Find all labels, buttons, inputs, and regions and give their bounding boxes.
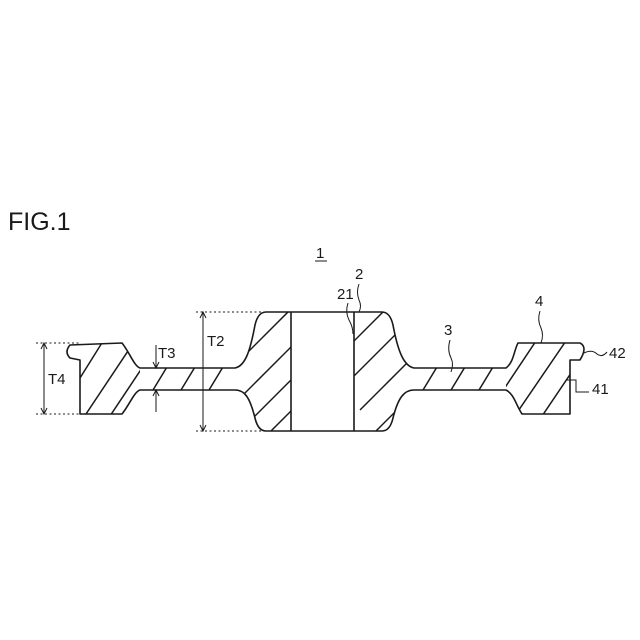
label-41: 41 (592, 381, 609, 398)
dimension-extension-lines (36, 312, 264, 431)
label-3: 3 (444, 322, 452, 339)
hatch-hub-right (345, 300, 420, 435)
label-42: 42 (609, 345, 626, 362)
leader-42 (584, 351, 607, 355)
cross-section-outline (67, 312, 584, 431)
dimension-t2 (200, 312, 206, 431)
figure-title: FIG.1 (8, 208, 71, 236)
label-2: 2 (355, 266, 363, 283)
label-t3: T3 (158, 345, 176, 362)
leader-21 (347, 303, 353, 334)
leader-2 (358, 284, 361, 312)
hatch-hub-left (230, 300, 320, 440)
hatch-right-flange (500, 335, 592, 425)
label-21: 21 (337, 286, 354, 303)
dimension-t4 (41, 343, 47, 414)
label-t2: T2 (207, 333, 225, 350)
label-4: 4 (535, 293, 543, 310)
label-1: 1 (316, 245, 324, 262)
label-t4: T4 (48, 371, 66, 388)
leader-4 (539, 311, 543, 343)
